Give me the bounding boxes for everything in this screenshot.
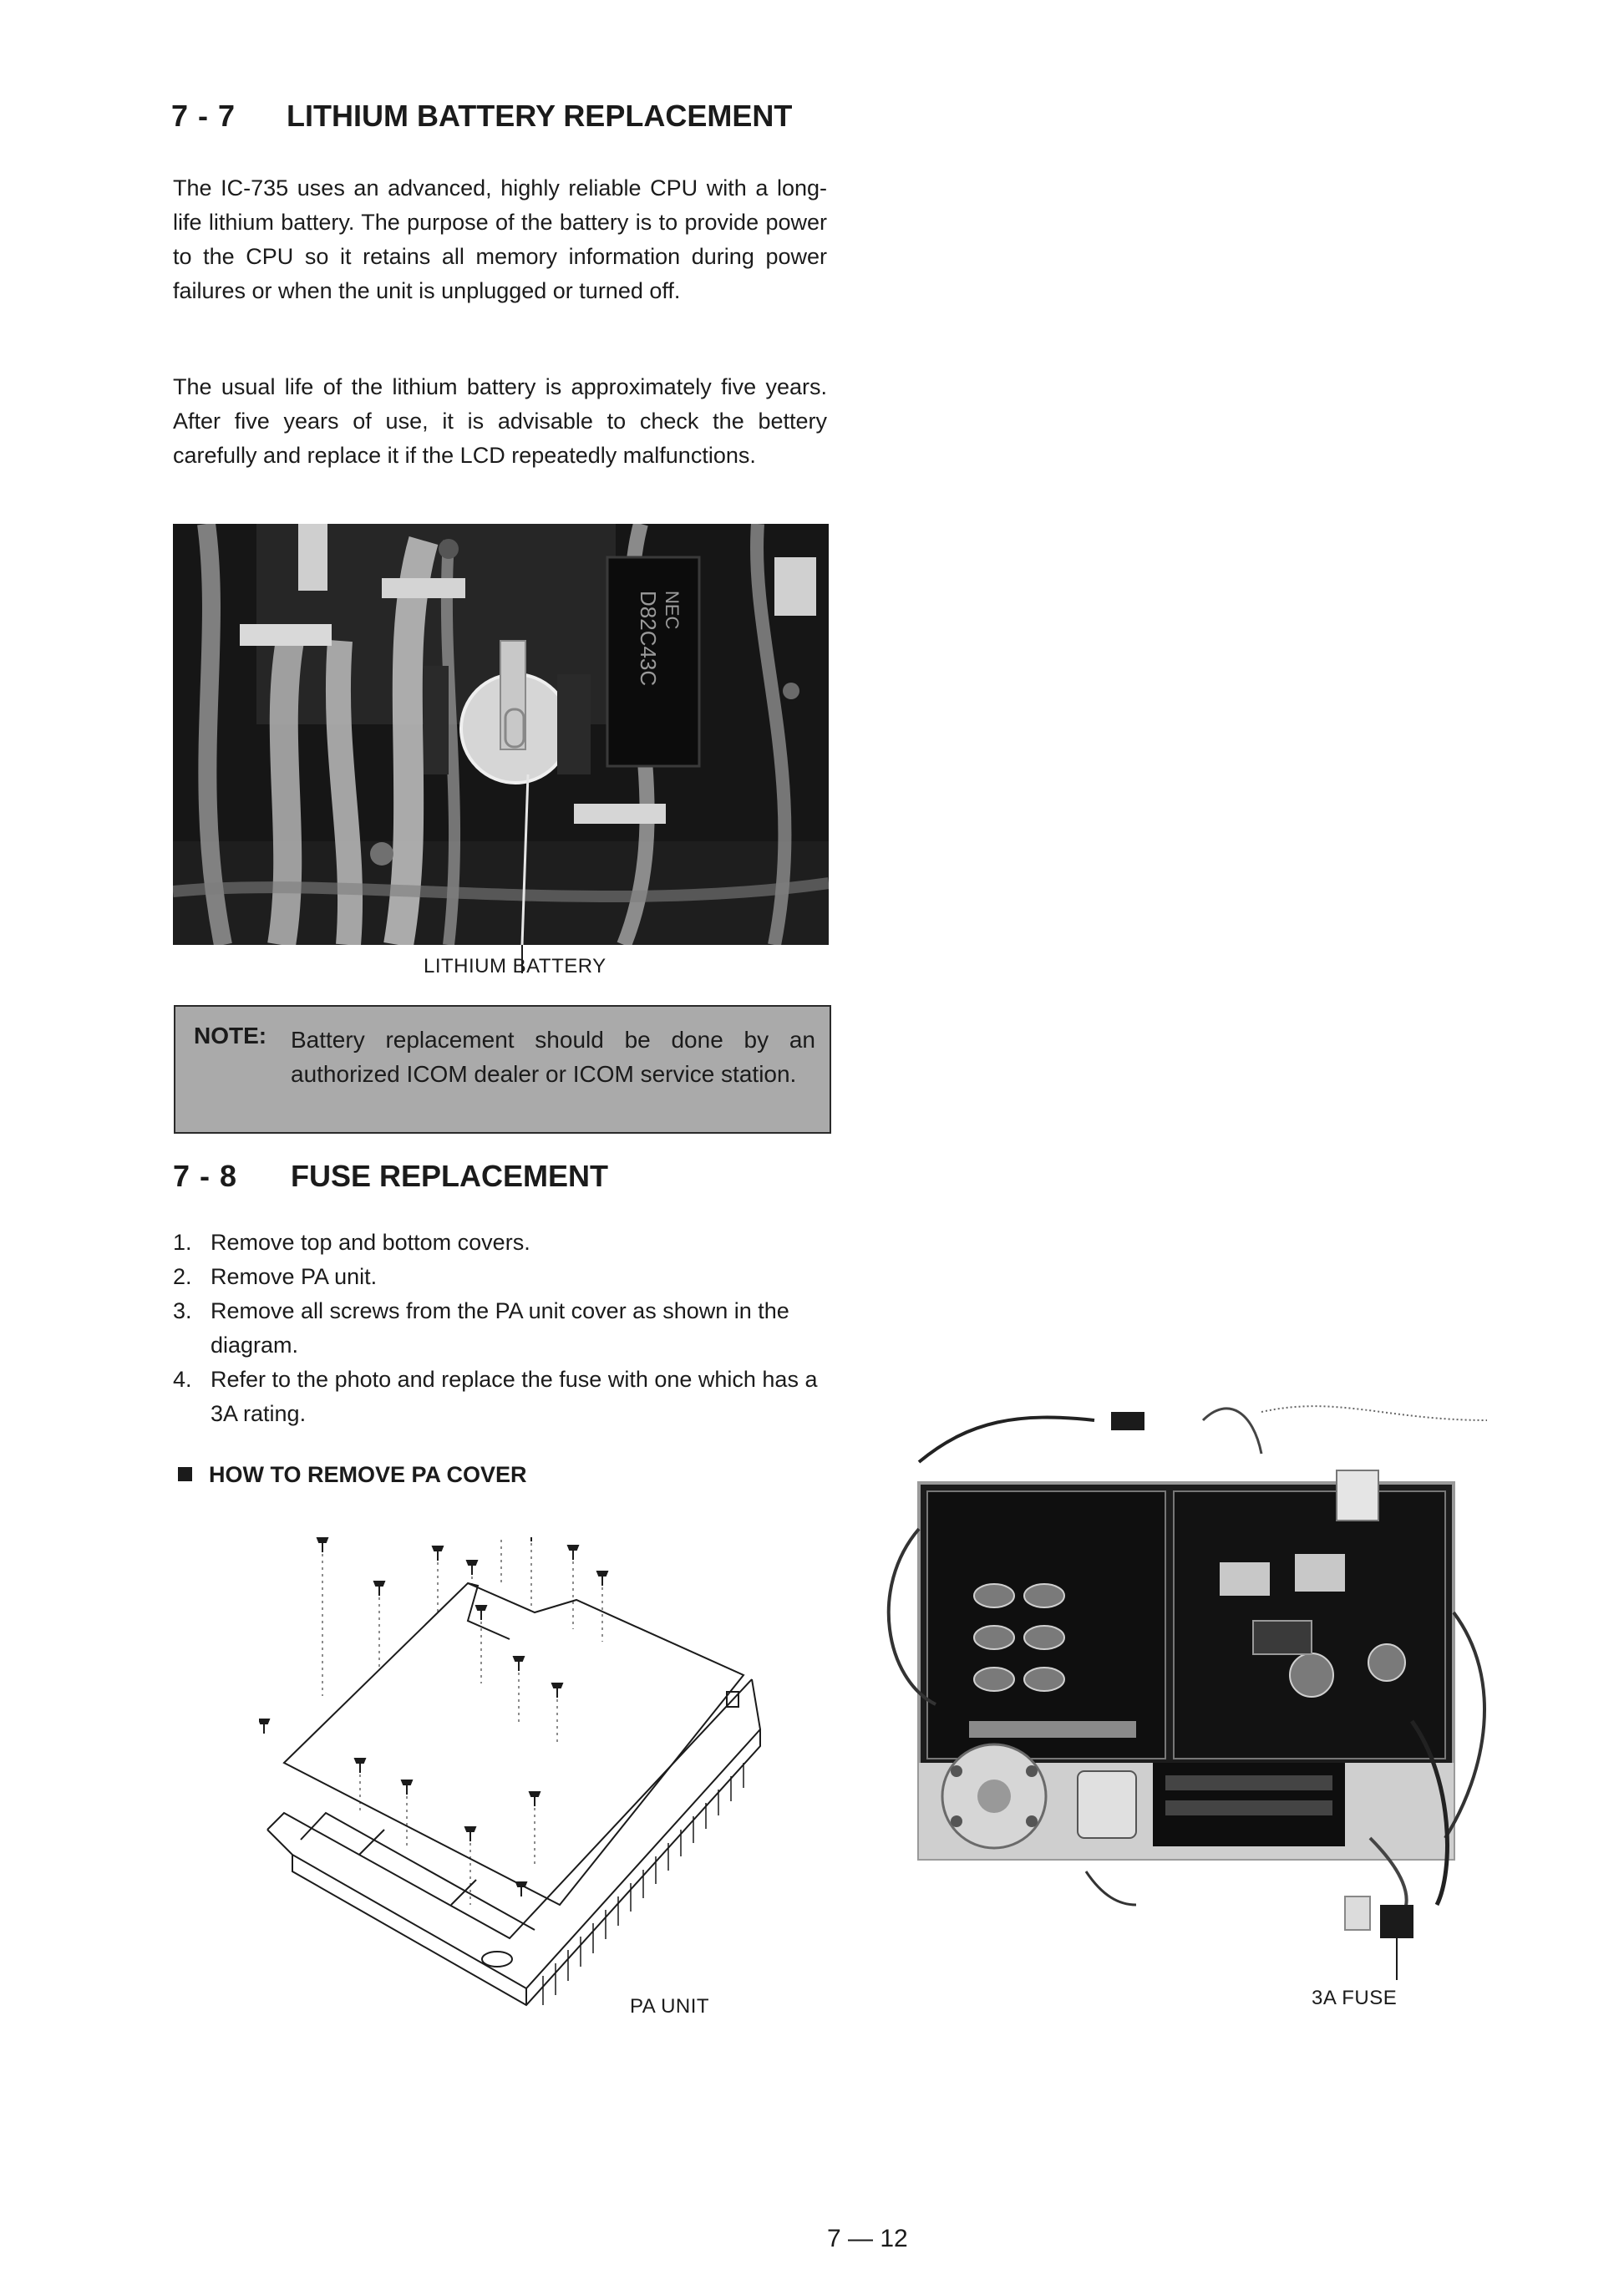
fuse-caption: 3A FUSE [1312, 1987, 1398, 2009]
square-bullet-icon [178, 1467, 192, 1482]
note-label: NOTE: [194, 1023, 267, 1048]
list-item: 4.Refer to the photo and replace the fus… [173, 1367, 818, 1426]
pa-cover-diagram [257, 1510, 769, 2022]
section-number-7-7: 7 - 7 [171, 99, 236, 133]
lithium-battery-photo: NEC D82C43C [173, 524, 829, 945]
fuse-holder [1380, 1905, 1413, 1938]
lithium-battery-caption: LITHIUM BATTERY [424, 955, 606, 977]
section-title-fuse-replacement: FUSE REPLACEMENT [291, 1159, 609, 1193]
list-item: 2.Remove PA unit. [173, 1264, 378, 1289]
battery-pointer-line [521, 945, 523, 973]
list-item: 3.Remove all screws from the PA unit cov… [173, 1298, 789, 1358]
pa-unit-fuse-photo [869, 1404, 1491, 1980]
section-number-7-8: 7 - 8 [173, 1159, 238, 1193]
note-box: NOTE: Battery replacement should be done… [174, 1005, 831, 1134]
note-text: Battery replacement should be done by an… [291, 1027, 815, 1087]
page-number: 7 — 12 [827, 2225, 908, 2252]
subheading-remove-pa-cover: HOW TO REMOVE PA COVER [178, 1462, 527, 1488]
chip-label-brand: NEC [662, 591, 683, 630]
pa-cover-line-drawing [257, 1510, 762, 2007]
section-title-lithium-battery: LITHIUM BATTERY REPLACEMENT [287, 99, 793, 133]
paragraph-battery-intro: The IC-735 uses an advanced, highly reli… [173, 175, 827, 303]
pa-unit-caption: PA UNIT [630, 1995, 710, 2018]
paragraph-battery-life: The usual life of the lithium battery is… [173, 374, 827, 468]
list-item: 1.Remove top and bottom covers. [173, 1230, 530, 1255]
fuse-steps-list: 1.Remove top and bottom covers. 2.Remove… [173, 1226, 829, 1431]
chip-label-part: D82C43C [636, 591, 661, 686]
circuit-board-image: NEC D82C43C [173, 524, 829, 945]
pa-unit-board-image [886, 1405, 1488, 1980]
